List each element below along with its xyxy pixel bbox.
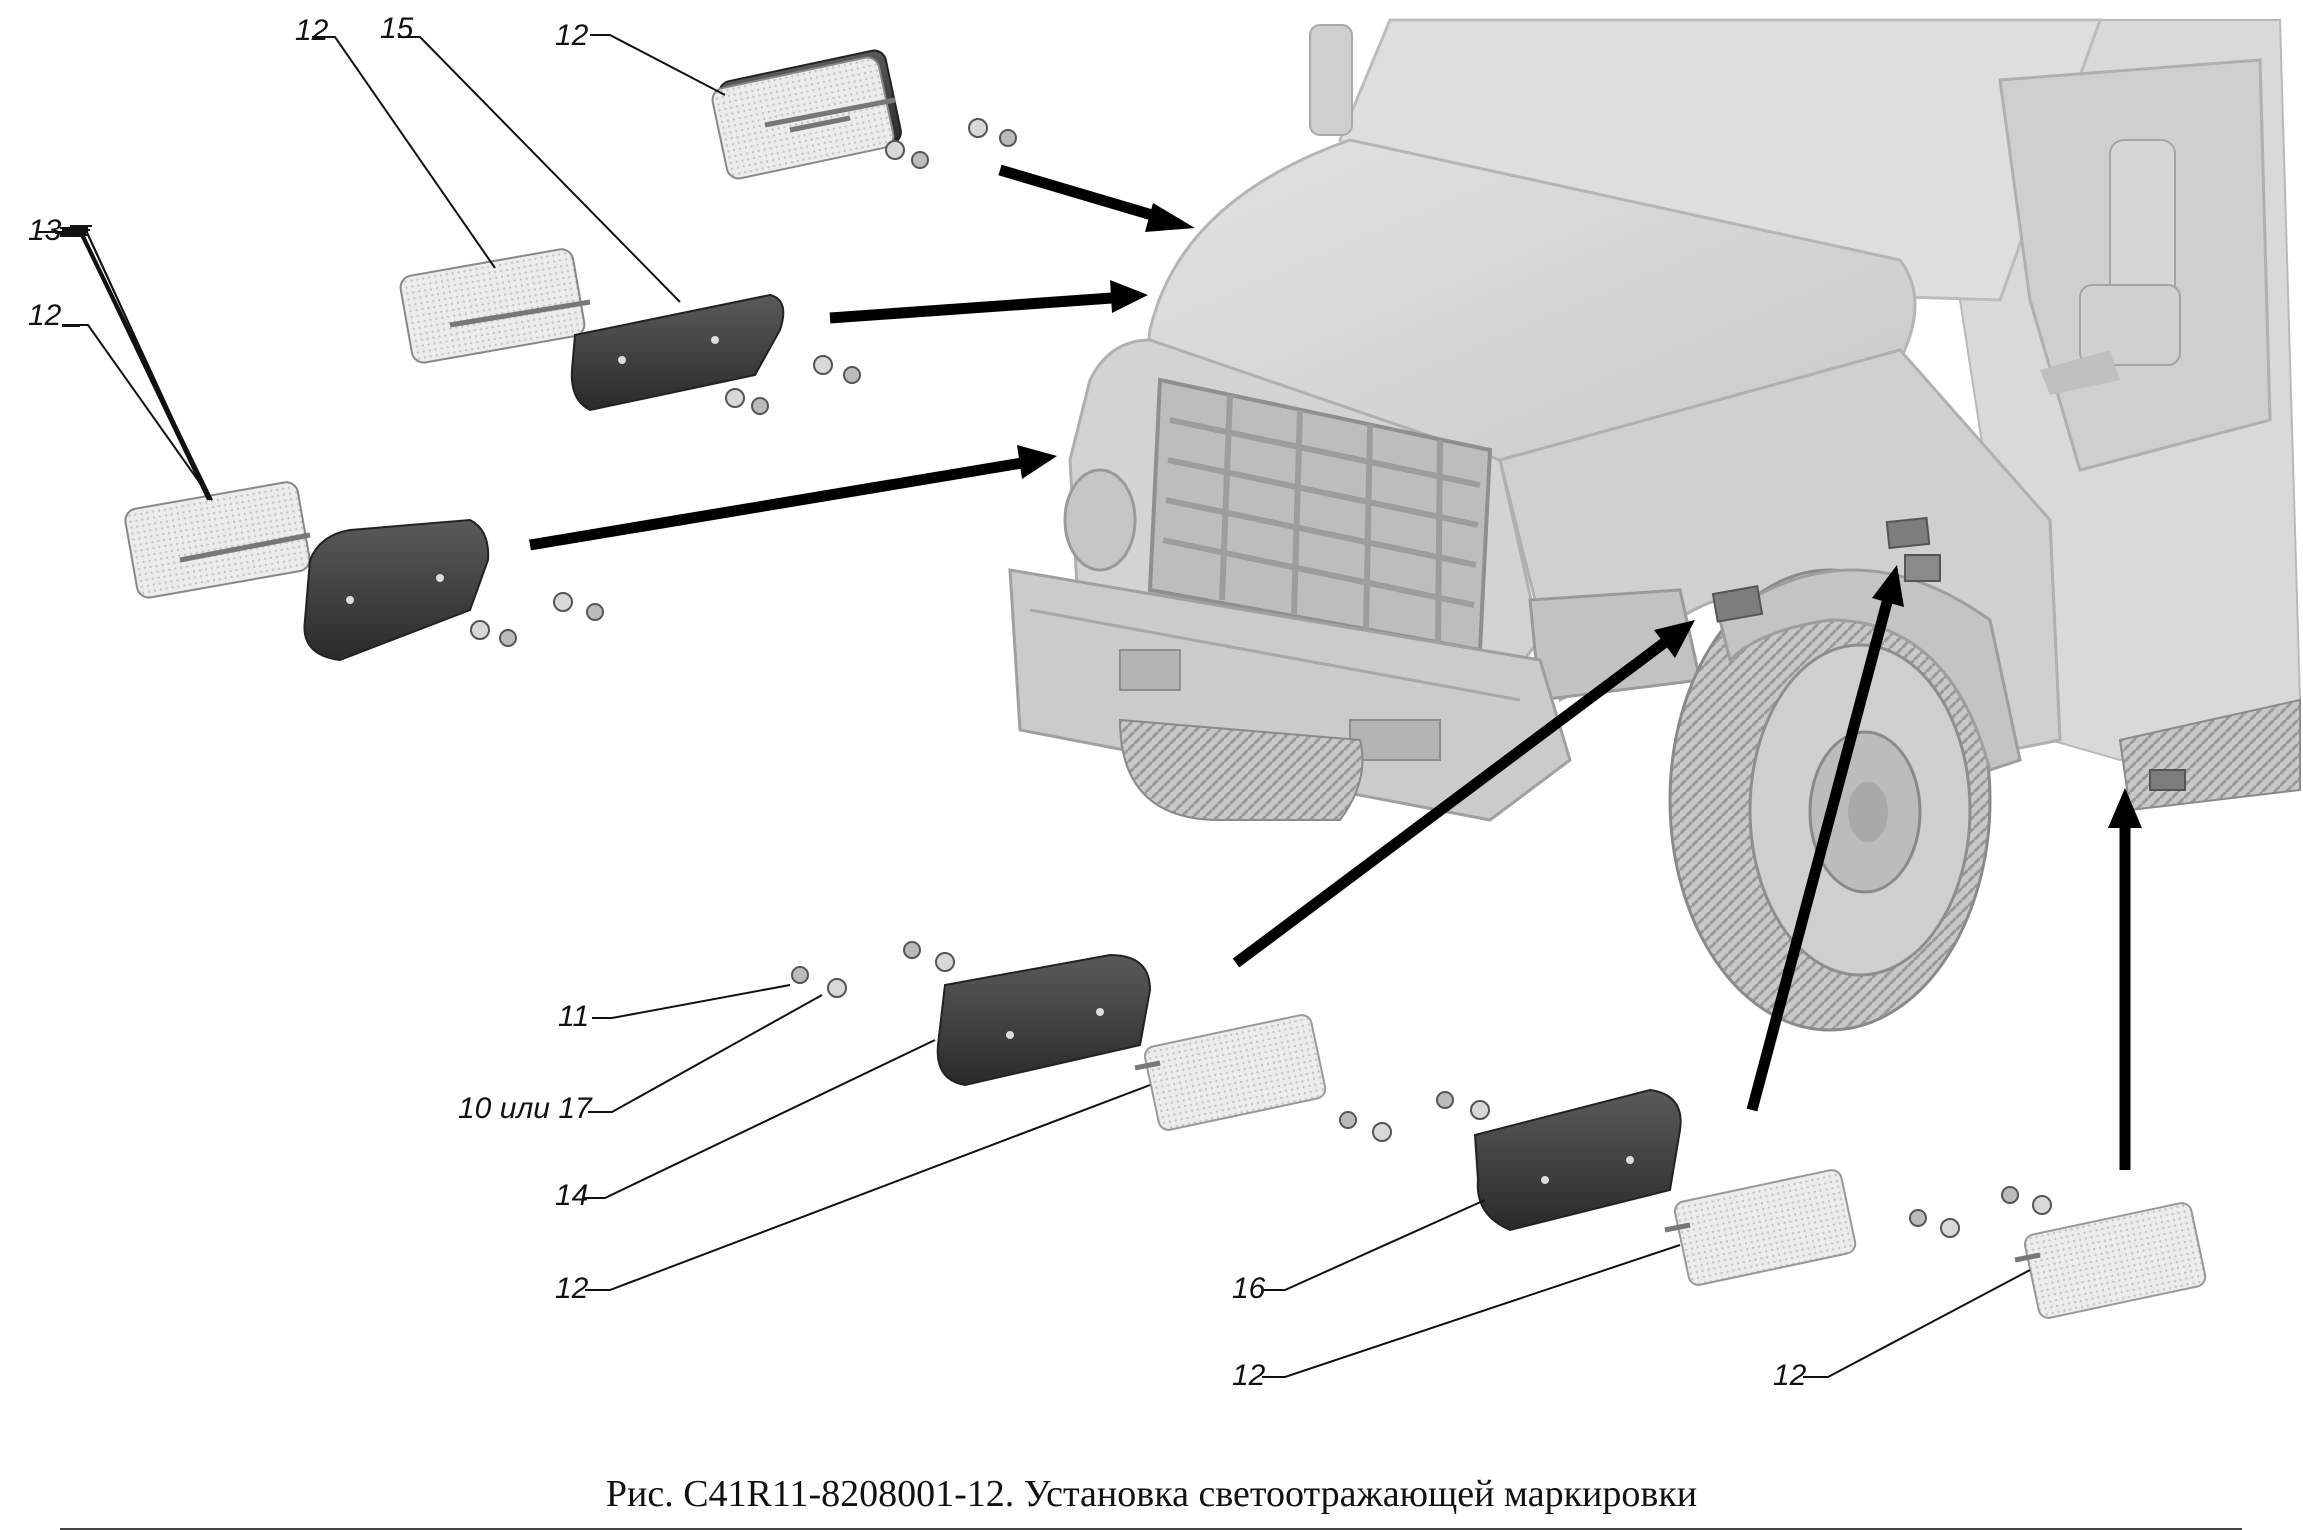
callout-16: 16 (1232, 1272, 1266, 1305)
nuts-washers-16 (1339, 1091, 1490, 1142)
reflector-part-14 (1134, 1014, 1327, 1131)
nuts-washers-14 (791, 941, 955, 998)
reflector-part-13-left (124, 481, 311, 599)
bracket-part-15 (570, 293, 785, 412)
callout-labels: 12 15 12 13 12 11 10 или 17 14 12 16 12 … (28, 12, 1807, 1392)
callout-12-lower-right: 12 (1773, 1359, 1807, 1392)
reflector-part-15-left (399, 248, 591, 364)
callout-13: 13 (28, 214, 62, 247)
nuts-washers-top (885, 118, 1017, 169)
callout-12-top: 12 (555, 19, 589, 52)
bracket-part-13 (303, 518, 490, 662)
caption-underline (60, 1528, 2242, 1530)
callout-10-or-17: 10 или 17 (458, 1092, 593, 1125)
bracket-part-14 (936, 953, 1152, 1087)
figure-caption: Рис. С41R11-8208001-12. Установка светоо… (605, 1473, 1698, 1515)
nuts-washers-13 (470, 592, 604, 647)
leader-lines (58, 34, 726, 501)
callout-11: 11 (558, 1000, 589, 1033)
callout-15: 15 (380, 12, 414, 45)
callout-14: 14 (555, 1179, 588, 1212)
callout-12-left: 12 (28, 299, 62, 332)
assembly-arrows (529, 164, 2142, 1170)
reflector-part-right (2014, 1202, 2207, 1319)
truck-cab-illustration (1008, 18, 2302, 1032)
bracket-part-16 (1473, 1088, 1682, 1232)
callout-12-lower-mid: 12 (1232, 1359, 1266, 1392)
reflector-part-top (711, 49, 902, 180)
nuts-washers-15 (725, 355, 861, 415)
callout-12-second: 12 (295, 14, 329, 47)
leader-lines-lower (583, 984, 2031, 1378)
nuts-washers-right (1909, 1186, 2052, 1238)
reflector-part-16 (1664, 1169, 1857, 1286)
leader-lines-main (36, 227, 211, 501)
callout-12-lower-left: 12 (555, 1272, 589, 1305)
